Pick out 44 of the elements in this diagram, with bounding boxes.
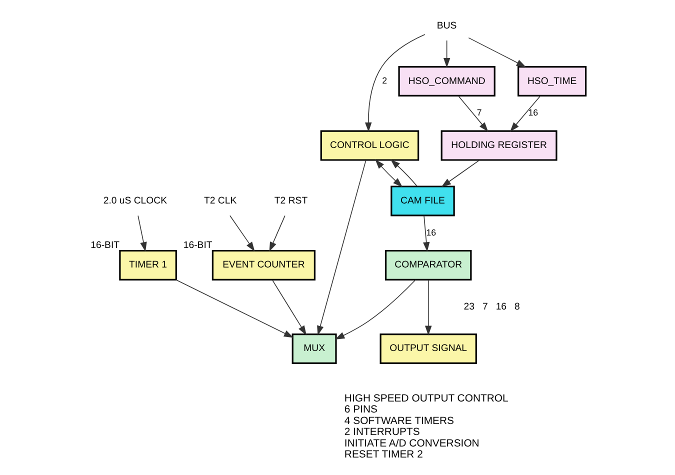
arrow: [390, 159, 417, 187]
arrow: [364, 34, 425, 132]
arrow: [422, 215, 430, 252]
node-box: HSO_COMMAND: [398, 66, 495, 97]
node-text: 2.0 uS CLOCK: [102, 195, 167, 206]
arrow: [334, 279, 416, 340]
label: RESET TIMER 2: [344, 449, 422, 460]
node-box: OUTPUT SIGNAL: [379, 333, 476, 364]
edge-label: 16: [426, 227, 436, 238]
arrow: [268, 215, 285, 252]
label: HIGH SPEED OUTPUT CONTROL: [344, 393, 508, 404]
arrow: [442, 40, 450, 68]
arrow: [316, 160, 366, 336]
label: 2 INTERRUPTS: [344, 427, 420, 438]
node-box: EVENT COUNTER: [211, 250, 315, 280]
node-box: HOLDING REGISTER: [440, 130, 557, 161]
arrow: [271, 280, 306, 336]
arrow: [468, 37, 526, 68]
arrow: [509, 96, 540, 132]
node-box: HSO_TIME: [517, 66, 586, 97]
edge-label: 16: [528, 108, 538, 118]
edge-label: 2: [382, 76, 387, 86]
node-box: COMPARATOR: [384, 250, 472, 280]
arrow: [458, 96, 488, 132]
arrow: [137, 215, 146, 252]
node-label: 16-BIT: [182, 240, 212, 252]
arrow: [374, 159, 402, 188]
label: INITIATE A/D CONVERSION: [344, 438, 479, 450]
arrow: [229, 215, 254, 252]
label: 4 SOFTWARE TIMERS: [344, 416, 454, 427]
node-box: CONTROL LOGIC: [320, 130, 419, 161]
arrow: [174, 279, 294, 338]
arrow: [440, 160, 480, 188]
node-text: BUS: [436, 20, 456, 32]
node-box: MUX: [291, 333, 336, 364]
edge-label: 7: [476, 108, 482, 118]
node-box: CAM FILE: [390, 186, 454, 216]
arrow: [424, 280, 432, 336]
node-text: T2 CLK: [204, 195, 236, 206]
node-box: TIMER 1: [118, 250, 176, 280]
node-text: T2 RST: [274, 195, 308, 206]
label: 23 7 16 8: [463, 301, 520, 312]
label: 6 PINS: [344, 404, 378, 416]
node-label: 16-BIT: [90, 240, 120, 252]
